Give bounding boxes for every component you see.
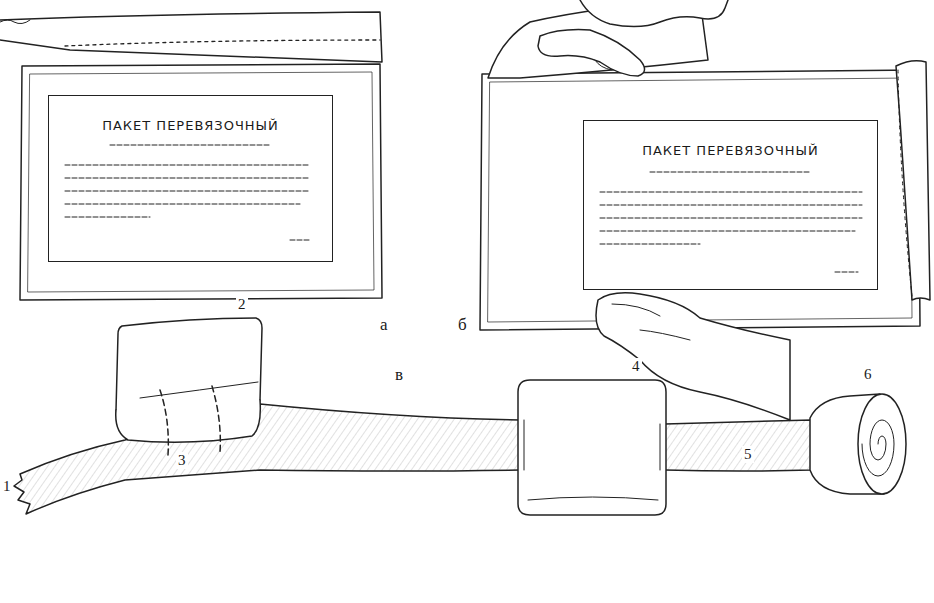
callout-number-holder: 1 — [1, 478, 13, 495]
callout-number: 1 — [3, 478, 11, 494]
callout-number: 5 — [744, 446, 752, 462]
callout-number: 2 — [238, 296, 246, 312]
callout-number-holder: 4 — [630, 358, 642, 375]
callout-number-holder: 3 — [176, 452, 188, 469]
callout-number-holder: 5 — [742, 446, 754, 463]
callout-number-holder: 2 — [236, 296, 248, 313]
panel-letter-holder: б — [456, 316, 469, 335]
callout-number: 6 — [864, 366, 872, 382]
package-label-box: ПАКЕТ ПЕРЕВЯЗОЧНЫЙ — [48, 95, 333, 262]
package-title: ПАКЕТ ПЕРЕВЯЗОЧНЫЙ — [642, 143, 819, 158]
panel-letter: а — [380, 315, 388, 334]
package-title: ПАКЕТ ПЕРЕВЯЗОЧНЫЙ — [102, 118, 279, 133]
panel-letter-holder: а — [378, 316, 390, 335]
panel-letter-holder: в — [393, 366, 405, 385]
callout-number: 3 — [178, 452, 186, 468]
package-label-box: ПАКЕТ ПЕРЕВЯЗОЧНЫЙ — [583, 120, 878, 290]
panel-letter: б — [458, 315, 467, 334]
callout-number-holder: 6 — [862, 366, 874, 383]
callout-number: 4 — [632, 358, 640, 374]
panel-letter: в — [395, 365, 403, 384]
